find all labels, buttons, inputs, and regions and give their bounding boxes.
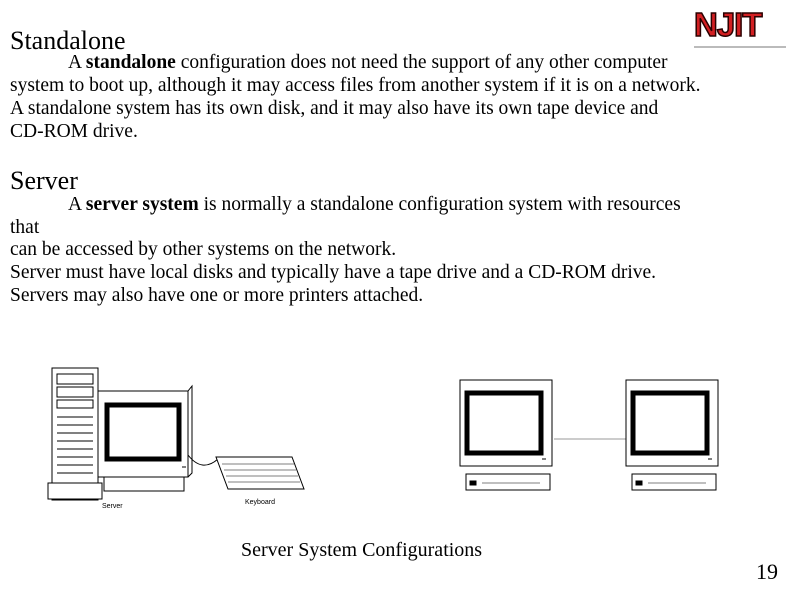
standalone-line-4: CD-ROM drive.: [10, 121, 138, 142]
njit-logo: NJIT: [693, 6, 786, 50]
standalone-term: standalone: [85, 52, 176, 73]
server-term: server system: [85, 194, 199, 215]
standalone-line-3: A standalone system has its own disk, an…: [10, 98, 659, 119]
standalone-line-2: system to boot up, although it may acces…: [10, 75, 701, 96]
standalone-line-1: A standalone configuration does not need…: [68, 52, 668, 73]
keyboard-cable: [187, 454, 219, 466]
server-line-4: Server must have local disks and typical…: [10, 262, 657, 283]
server-tower: [47, 367, 103, 501]
keyboard-label: Keyboard: [245, 499, 275, 506]
page-number: 19: [756, 559, 778, 584]
server-configuration-diagram: Server Keyboard: [47, 367, 719, 510]
standalone-heading: Standalone: [10, 26, 126, 55]
server-line-3: can be accessed by other systems on the …: [10, 239, 397, 260]
server-heading: Server: [10, 166, 78, 195]
keyboard: [215, 456, 305, 490]
logo-underline: [694, 46, 786, 48]
figure-caption: Server System Configurations: [241, 539, 483, 561]
server-line-5: Servers may also have one or more printe…: [10, 285, 424, 306]
server-monitor: [97, 384, 193, 492]
logo-text: NJIT: [693, 6, 763, 43]
server-line-2: that: [10, 217, 40, 238]
server-label: Server: [102, 503, 123, 510]
server-line-1: A server system is normally a standalone…: [68, 194, 681, 215]
workstation-1: [459, 379, 553, 491]
workstation-2: [625, 379, 719, 491]
